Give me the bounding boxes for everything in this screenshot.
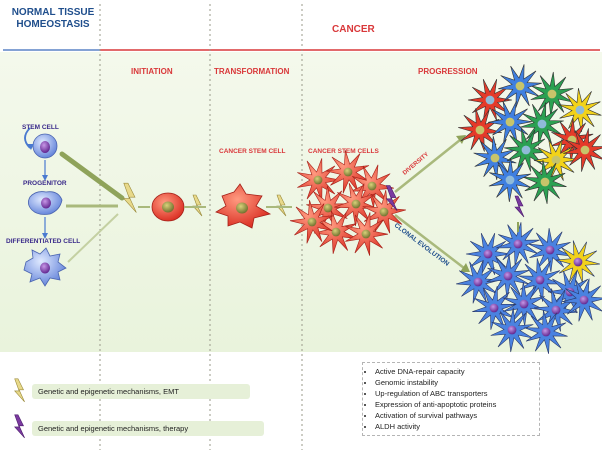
feature-item: Expression of anti-apoptotic proteins	[375, 399, 539, 410]
tumor-cell	[498, 64, 542, 108]
tumor-cell	[520, 102, 564, 146]
csc-features-list: Active DNA-repair capacityGenomic instab…	[363, 366, 539, 432]
phase-dividers	[99, 4, 303, 450]
lightning-bolt-yellow-icon	[14, 378, 25, 403]
initiated-cell	[151, 192, 185, 222]
progenitor-to-differentiated-arrowhead	[42, 233, 48, 239]
tumor-cell	[456, 260, 500, 304]
progression-label: PROGRESSION	[418, 67, 478, 76]
stem-cell	[32, 133, 58, 159]
initiation-label: INITIATION	[131, 67, 173, 76]
legend-yellow-bolt: Genetic and epigenetic mechanisms, EMT	[32, 384, 250, 399]
tumor-cell	[558, 88, 602, 132]
stem-to-progenitor-arrowhead	[42, 175, 48, 181]
differentiated-cell-label: DIFFERENTIATED CELL	[6, 238, 81, 245]
lightning-bolt-yellow-icon	[123, 182, 137, 213]
tumor-cell	[528, 227, 572, 273]
normal-tissue-header: NORMAL TISSUE HOMEOSTASIS	[11, 7, 95, 30]
tumor-cell	[518, 258, 562, 302]
tumor-cell	[562, 278, 602, 322]
cancer-stem-cells-cluster	[289, 150, 406, 256]
csc-features-box: Active DNA-repair capacityGenomic instab…	[362, 362, 540, 436]
feature-item: Up-regulation of ABC transporters	[375, 388, 539, 399]
tumor-cell	[297, 158, 341, 202]
tumor-cell	[473, 136, 517, 180]
stem-cell-label: STEM CELL	[22, 124, 59, 131]
differentiated-cell	[23, 247, 67, 287]
legend-purple-bolt: Genetic and epigenetic mechanisms, thera…	[32, 421, 264, 436]
legend-bolt-icons	[14, 378, 25, 439]
legend-yellow-bolt-text: Genetic and epigenetic mechanisms, EMT	[38, 387, 179, 396]
tumor-cell	[289, 200, 334, 244]
tumor-cell	[488, 157, 532, 203]
yellow-bolts	[123, 182, 287, 217]
tumor-cell	[496, 222, 540, 266]
differentiated-transform-arrow	[67, 213, 119, 263]
legend-purple-bolt-text: Genetic and epigenetic mechanisms, thera…	[38, 424, 189, 433]
tumor-cell	[524, 310, 568, 354]
tumor-cell	[458, 108, 502, 152]
clonal-tumor-mass	[456, 222, 602, 354]
diversity-arrowhead	[456, 135, 466, 144]
stem-cell-transform-arrow	[59, 151, 125, 201]
lightning-bolt-purple-icon	[514, 195, 525, 218]
feature-item: ALDH activity	[375, 421, 539, 432]
lightning-bolt-purple-icon	[385, 185, 398, 212]
tumor-cell	[345, 212, 389, 256]
clonal-evolution-arrow	[394, 214, 465, 269]
diverse-tumor-mass	[458, 64, 602, 204]
tumor-cell	[325, 150, 370, 194]
progenitor-cell	[28, 191, 63, 215]
tumor-cell	[487, 100, 533, 144]
tumor-cell	[490, 307, 534, 353]
lightning-bolt-purple-icon	[14, 414, 25, 439]
self-renewal-arrowhead	[27, 144, 34, 150]
tumor-cell	[350, 164, 394, 208]
cancer-stem-cell-shape	[215, 183, 272, 229]
cancer-stem-cells-label: CANCER STEM CELLS	[308, 148, 379, 155]
diversity-arrow	[394, 139, 461, 193]
transformation-label: TRANSFORMATION	[214, 67, 290, 76]
feature-item: Active DNA-repair capacity	[375, 366, 539, 377]
clonal-evolution-arrowhead	[460, 263, 470, 272]
tumor-cell	[523, 160, 567, 204]
tumor-cell	[465, 232, 511, 276]
lightning-bolt-yellow-icon	[192, 194, 203, 217]
tumor-cell	[362, 190, 406, 234]
tumor-cell	[563, 128, 602, 172]
cancer-stem-cell-label: CANCER STEM CELL	[219, 148, 286, 155]
lightning-bolt-yellow-icon	[276, 194, 287, 217]
tumor-cell	[306, 185, 350, 229]
progenitor-label: PROGENITOR	[23, 180, 67, 187]
feature-item: Activation of survival pathways	[375, 410, 539, 421]
feature-item: Genomic instability	[375, 377, 539, 388]
tumor-cell	[556, 240, 600, 284]
self-renewal-arrow	[24, 127, 31, 149]
cancer-header: CANCER	[332, 24, 375, 35]
tumor-cell	[486, 253, 530, 299]
purple-bolts	[385, 185, 525, 232]
